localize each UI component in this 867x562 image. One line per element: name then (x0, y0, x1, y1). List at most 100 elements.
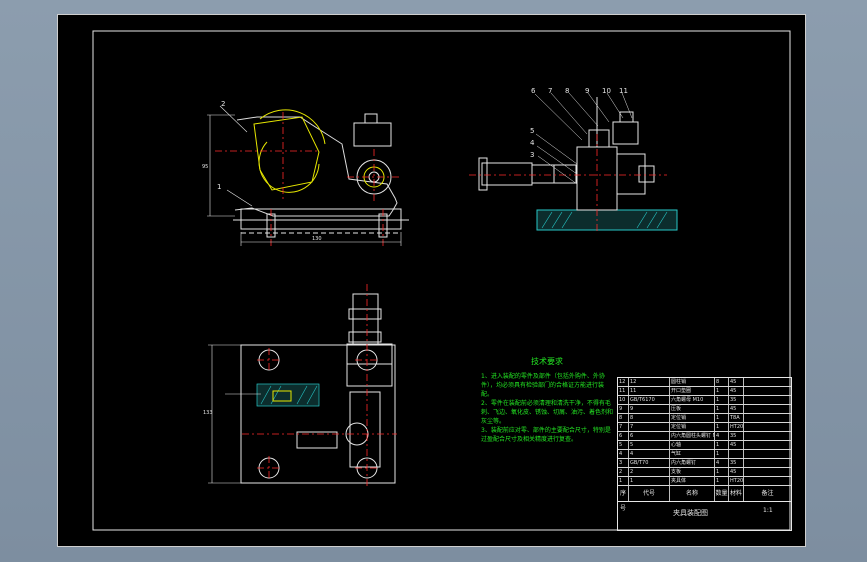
bom-cell: 8 (629, 414, 670, 422)
balloon-1: 1 (217, 183, 222, 191)
bom-cell: 9 (629, 405, 670, 413)
bom-cell: 1 (715, 450, 729, 458)
bom-cell: 1 (715, 441, 729, 449)
balloon-2: 2 (221, 100, 226, 108)
bom-cell (744, 432, 791, 440)
bom-cell: GB/T6170 (629, 396, 670, 404)
bom-cell: 11 (629, 387, 670, 395)
bom-header-cell: 材料 (729, 486, 744, 501)
inner-border (92, 30, 791, 531)
title-block: 夹具装配图 1:1 (618, 502, 791, 527)
bom-cell: 12 (629, 378, 670, 386)
bom-cell: 圆柱销 (670, 378, 715, 386)
bom-cell (744, 378, 791, 386)
bom-cell: 1 (715, 396, 729, 404)
bom-cell: 4 (715, 432, 729, 440)
bom-cell: 12 (618, 378, 629, 386)
bom-cell: 4 (618, 450, 629, 458)
bom-cell: 六角螺母 M10 (670, 396, 715, 404)
front-center-lines (215, 112, 402, 246)
bom-row: 11夹具体1HT200 (618, 477, 791, 486)
top-center-lines (242, 284, 397, 486)
balloon-6: 6 (531, 87, 536, 95)
balloon-11: 11 (619, 87, 628, 95)
balloon-10: 10 (602, 87, 611, 95)
bom-cell: 35 (729, 396, 744, 404)
bom-cell: 1 (629, 477, 670, 485)
side-leaders (534, 92, 633, 185)
top-dimension-lines (208, 344, 261, 484)
drawing-title: 夹具装配图 (673, 509, 708, 517)
side-center-lines (469, 134, 667, 234)
drawing-scale: 1:1 (763, 507, 773, 514)
bom-cell: 定位销 (670, 414, 715, 422)
balloon-3: 3 (530, 151, 535, 159)
top-yellow-block (272, 390, 292, 402)
bom-cell: 3 (618, 459, 629, 467)
bom-cell: GB/T70 (629, 459, 670, 467)
bom-cell: 11 (618, 387, 629, 395)
bom-header-cell: 序号 (618, 486, 629, 512)
bom-cell: 心轴 (670, 441, 715, 449)
bom-cell: 压板 (670, 405, 715, 413)
tech-notes-title: 技术要求 (531, 357, 563, 366)
bom-cell: 2 (629, 468, 670, 476)
bom-cell: 5 (618, 441, 629, 449)
bom-cell (744, 468, 791, 476)
bom-cell: HT200 (730, 477, 744, 485)
bom-cell: 5 (629, 441, 670, 449)
front-dimension-lines (207, 105, 402, 246)
bom-cell: 1 (715, 423, 729, 431)
bom-cell: 1 (715, 405, 729, 413)
cad-drawing-canvas (57, 14, 806, 547)
tech-note-line: 2、零件在装配前必须清理和清洗干净，不得有毛刺、飞边、氧化皮、锈蚀、切屑、油污、… (481, 400, 614, 425)
bom-cell: 内六角圆柱头螺钉 M8 (670, 432, 715, 440)
bom-cell: 气缸 (670, 450, 715, 458)
bom-cell: 10 (618, 396, 629, 404)
bom-cell (744, 387, 791, 395)
bom-cell: 开口垫圈 (670, 387, 715, 395)
bom-cell: 4 (629, 450, 670, 458)
bom-cell: 7 (629, 423, 670, 431)
dim-top-height: 133 (203, 410, 213, 416)
bom-header-cell: 备注 (761, 490, 774, 497)
bom-cell: 45 (729, 468, 744, 476)
bom-cell: 1 (715, 414, 729, 422)
bom-cell: 支板 (670, 468, 715, 476)
tech-note-line: 3、装配前应对零、部件的主要配合尺寸，特别是过盈配合尺寸及相关精度进行复查。 (481, 427, 611, 443)
bom-cell: 1 (618, 477, 629, 485)
bom-cell: 35 (729, 459, 744, 467)
bom-cell: 8 (618, 414, 629, 422)
bom-cell: 6 (618, 432, 629, 440)
balloon-7: 7 (548, 87, 553, 95)
bom-header-cell: 代号 (629, 486, 670, 501)
bom-cell: 7 (618, 423, 629, 431)
bom-cell: 2 (618, 468, 629, 476)
bom-header: 序号 代号 名称 数量 材料 备注 (618, 486, 791, 512)
bom-cell (744, 405, 791, 413)
bom-cell: 35 (729, 432, 744, 440)
bom-cell: 9 (618, 405, 629, 413)
bom-cell (744, 414, 791, 422)
tech-note-line: 1、进入装配的零件及部件（包括外购件、外协件），均必须具有检验部门的合格证方能进… (481, 373, 605, 398)
bom-cell: 8 (715, 378, 729, 386)
bom-cell: 45 (729, 378, 744, 386)
bom-cell: 定位销 (670, 423, 715, 431)
dim-front-width: 130 (312, 236, 322, 242)
bom-cell: 内六角螺钉 (670, 459, 715, 467)
bom-cell: 45 (729, 387, 744, 395)
balloon-9: 9 (585, 87, 590, 95)
bom-cell: 45 (729, 405, 744, 413)
bom-cell: 夹具体 (670, 477, 715, 485)
outer-frame (57, 14, 806, 547)
